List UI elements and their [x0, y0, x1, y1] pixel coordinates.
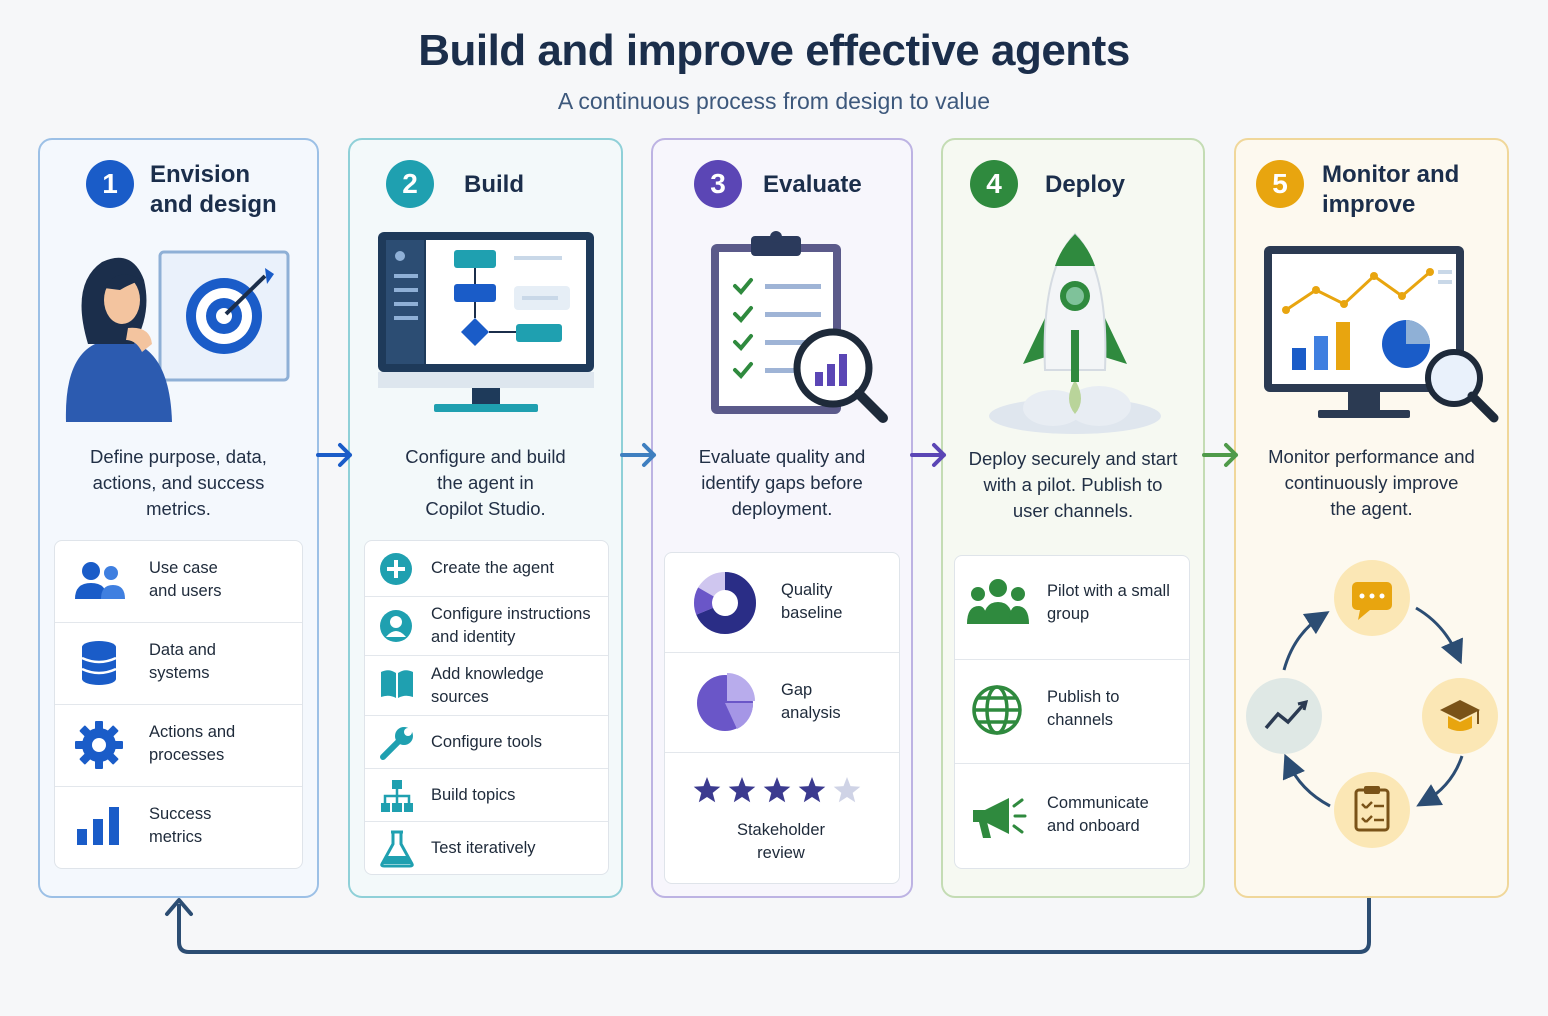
arrow-right-icon: [316, 443, 352, 467]
stage-evaluate: 3 Evaluate Evaluate quality and identify…: [651, 138, 913, 898]
list-item-label: Actions and processes: [149, 723, 236, 764]
stage-checklist: Quality baseline Gap analysis Stakeholde…: [664, 552, 900, 884]
list-item: Pilot with a small group: [955, 556, 1189, 660]
stage-number-badge: 5: [1256, 160, 1304, 208]
list-item-label: Gap analysis: [781, 681, 841, 722]
stage-deploy: 4 Deploy Deploy securely and start with …: [941, 138, 1205, 898]
rocket-illustration: [989, 232, 1161, 434]
list-item-label: Configure instructions and identity: [431, 605, 591, 646]
stage-title: Evaluate: [763, 171, 862, 198]
monitor-flowchart-illustration: [378, 232, 594, 412]
person-target-illustration: [65, 250, 290, 422]
gear-icon: [75, 721, 123, 769]
stage-number-badge: 1: [86, 160, 134, 208]
stage-checklist: Create the agent Configure instructions …: [364, 540, 609, 875]
arrow-right-icon: [910, 443, 946, 467]
wrench-icon: [380, 727, 413, 760]
stage-title: Envision and design: [150, 161, 277, 218]
list-item: Test iteratively: [365, 822, 608, 876]
stage-number-badge: 2: [386, 160, 434, 208]
list-item-label: Publish to channels: [1047, 688, 1120, 729]
dashboard-monitor-illustration: [1264, 246, 1499, 423]
list-item-label: Build topics: [431, 786, 516, 804]
database-icon: [81, 641, 117, 685]
list-item: Gap analysis: [665, 653, 899, 753]
list-item-label: Configure tools: [431, 733, 542, 751]
list-item-label: Quality baseline: [781, 581, 843, 622]
stage-monitor-improve: 5 Monitor and improve Monitor performanc…: [1234, 138, 1509, 898]
stage-title: Monitor and improve: [1322, 161, 1460, 218]
list-item: Actions and processes: [55, 705, 302, 787]
list-item: Configure tools: [365, 716, 608, 769]
list-item: Create the agent: [365, 541, 608, 597]
list-item-label: Add knowledge sources: [431, 665, 544, 706]
stage-checklist: Pilot with a small group Publish to chan…: [954, 555, 1190, 869]
flask-icon: [380, 830, 414, 868]
star-icon: [833, 777, 861, 803]
stage-number-badge: 4: [970, 160, 1018, 208]
list-item-label: Success metrics: [149, 805, 212, 846]
group-icon: [967, 579, 1029, 624]
list-item: Stakeholder review: [665, 753, 899, 885]
list-item: Use case and users: [55, 541, 302, 623]
star-icon: [763, 777, 791, 803]
star-icon: [728, 777, 756, 803]
stage-envision-design: 1 Envision and design Define purpose, da…: [38, 138, 319, 898]
megaphone-icon: [973, 798, 1027, 838]
stage-number-badge: 3: [694, 160, 742, 208]
stage-title: Build: [464, 171, 524, 198]
list-item: Add knowledge sources: [365, 656, 608, 716]
list-item: Data and systems: [55, 623, 302, 705]
stage-description: Configure and build the agent in Copilot…: [405, 446, 566, 519]
arrow-right-icon: [1202, 443, 1238, 467]
list-item-label: Create the agent: [431, 559, 554, 577]
pie-chart-icon: [697, 673, 755, 731]
list-item-label: Stakeholder review: [736, 821, 826, 862]
list-item-label: Use case and users: [149, 559, 222, 600]
list-item: Publish to channels: [955, 660, 1189, 764]
star-icon: [693, 777, 721, 803]
stage-description: Define purpose, data, actions, and succe…: [90, 446, 267, 519]
hierarchy-icon: [381, 780, 413, 812]
stage-description: Monitor performance and continuously imp…: [1268, 446, 1475, 519]
list-item: Configure instructions and identity: [365, 597, 608, 656]
book-icon: [381, 670, 413, 698]
list-item-label: Data and systems: [149, 641, 216, 682]
page-subtitle: A continuous process from design to valu…: [557, 88, 991, 114]
list-item: Success metrics: [55, 787, 302, 870]
list-item: Communicate and onboard: [955, 764, 1189, 870]
stage-title: Deploy: [1045, 171, 1126, 198]
list-item-label: Pilot with a small group: [1047, 582, 1170, 623]
stage-build: 2 Build Configure and build the agent in…: [348, 138, 623, 898]
donut-chart-icon: [694, 572, 756, 634]
bar-chart-icon: [77, 807, 119, 845]
star-rating-icon: [693, 777, 861, 803]
stage-description: Evaluate quality and identify gaps befor…: [698, 446, 866, 519]
list-item: Quality baseline: [665, 553, 899, 653]
improvement-cycle-illustration: [1246, 560, 1498, 848]
star-icon: [798, 777, 826, 803]
list-item: Build topics: [365, 769, 608, 822]
clipboard-magnifier-illustration: [711, 231, 888, 423]
feedback-loop-arrow: [165, 898, 1371, 954]
list-item-label: Test iteratively: [431, 839, 536, 857]
stage-checklist: Use case and users Data and systems: [54, 540, 303, 869]
users-icon: [75, 562, 125, 599]
list-item-label: Communicate and onboard: [1047, 794, 1149, 835]
person-circle-icon: [380, 610, 412, 642]
globe-icon: [972, 685, 1022, 735]
arrow-right-icon: [620, 443, 656, 467]
stage-description: Deploy securely and start with a pilot. …: [968, 448, 1178, 521]
plus-circle-icon: [380, 553, 412, 585]
page-title: Build and improve effective agents: [418, 26, 1130, 75]
